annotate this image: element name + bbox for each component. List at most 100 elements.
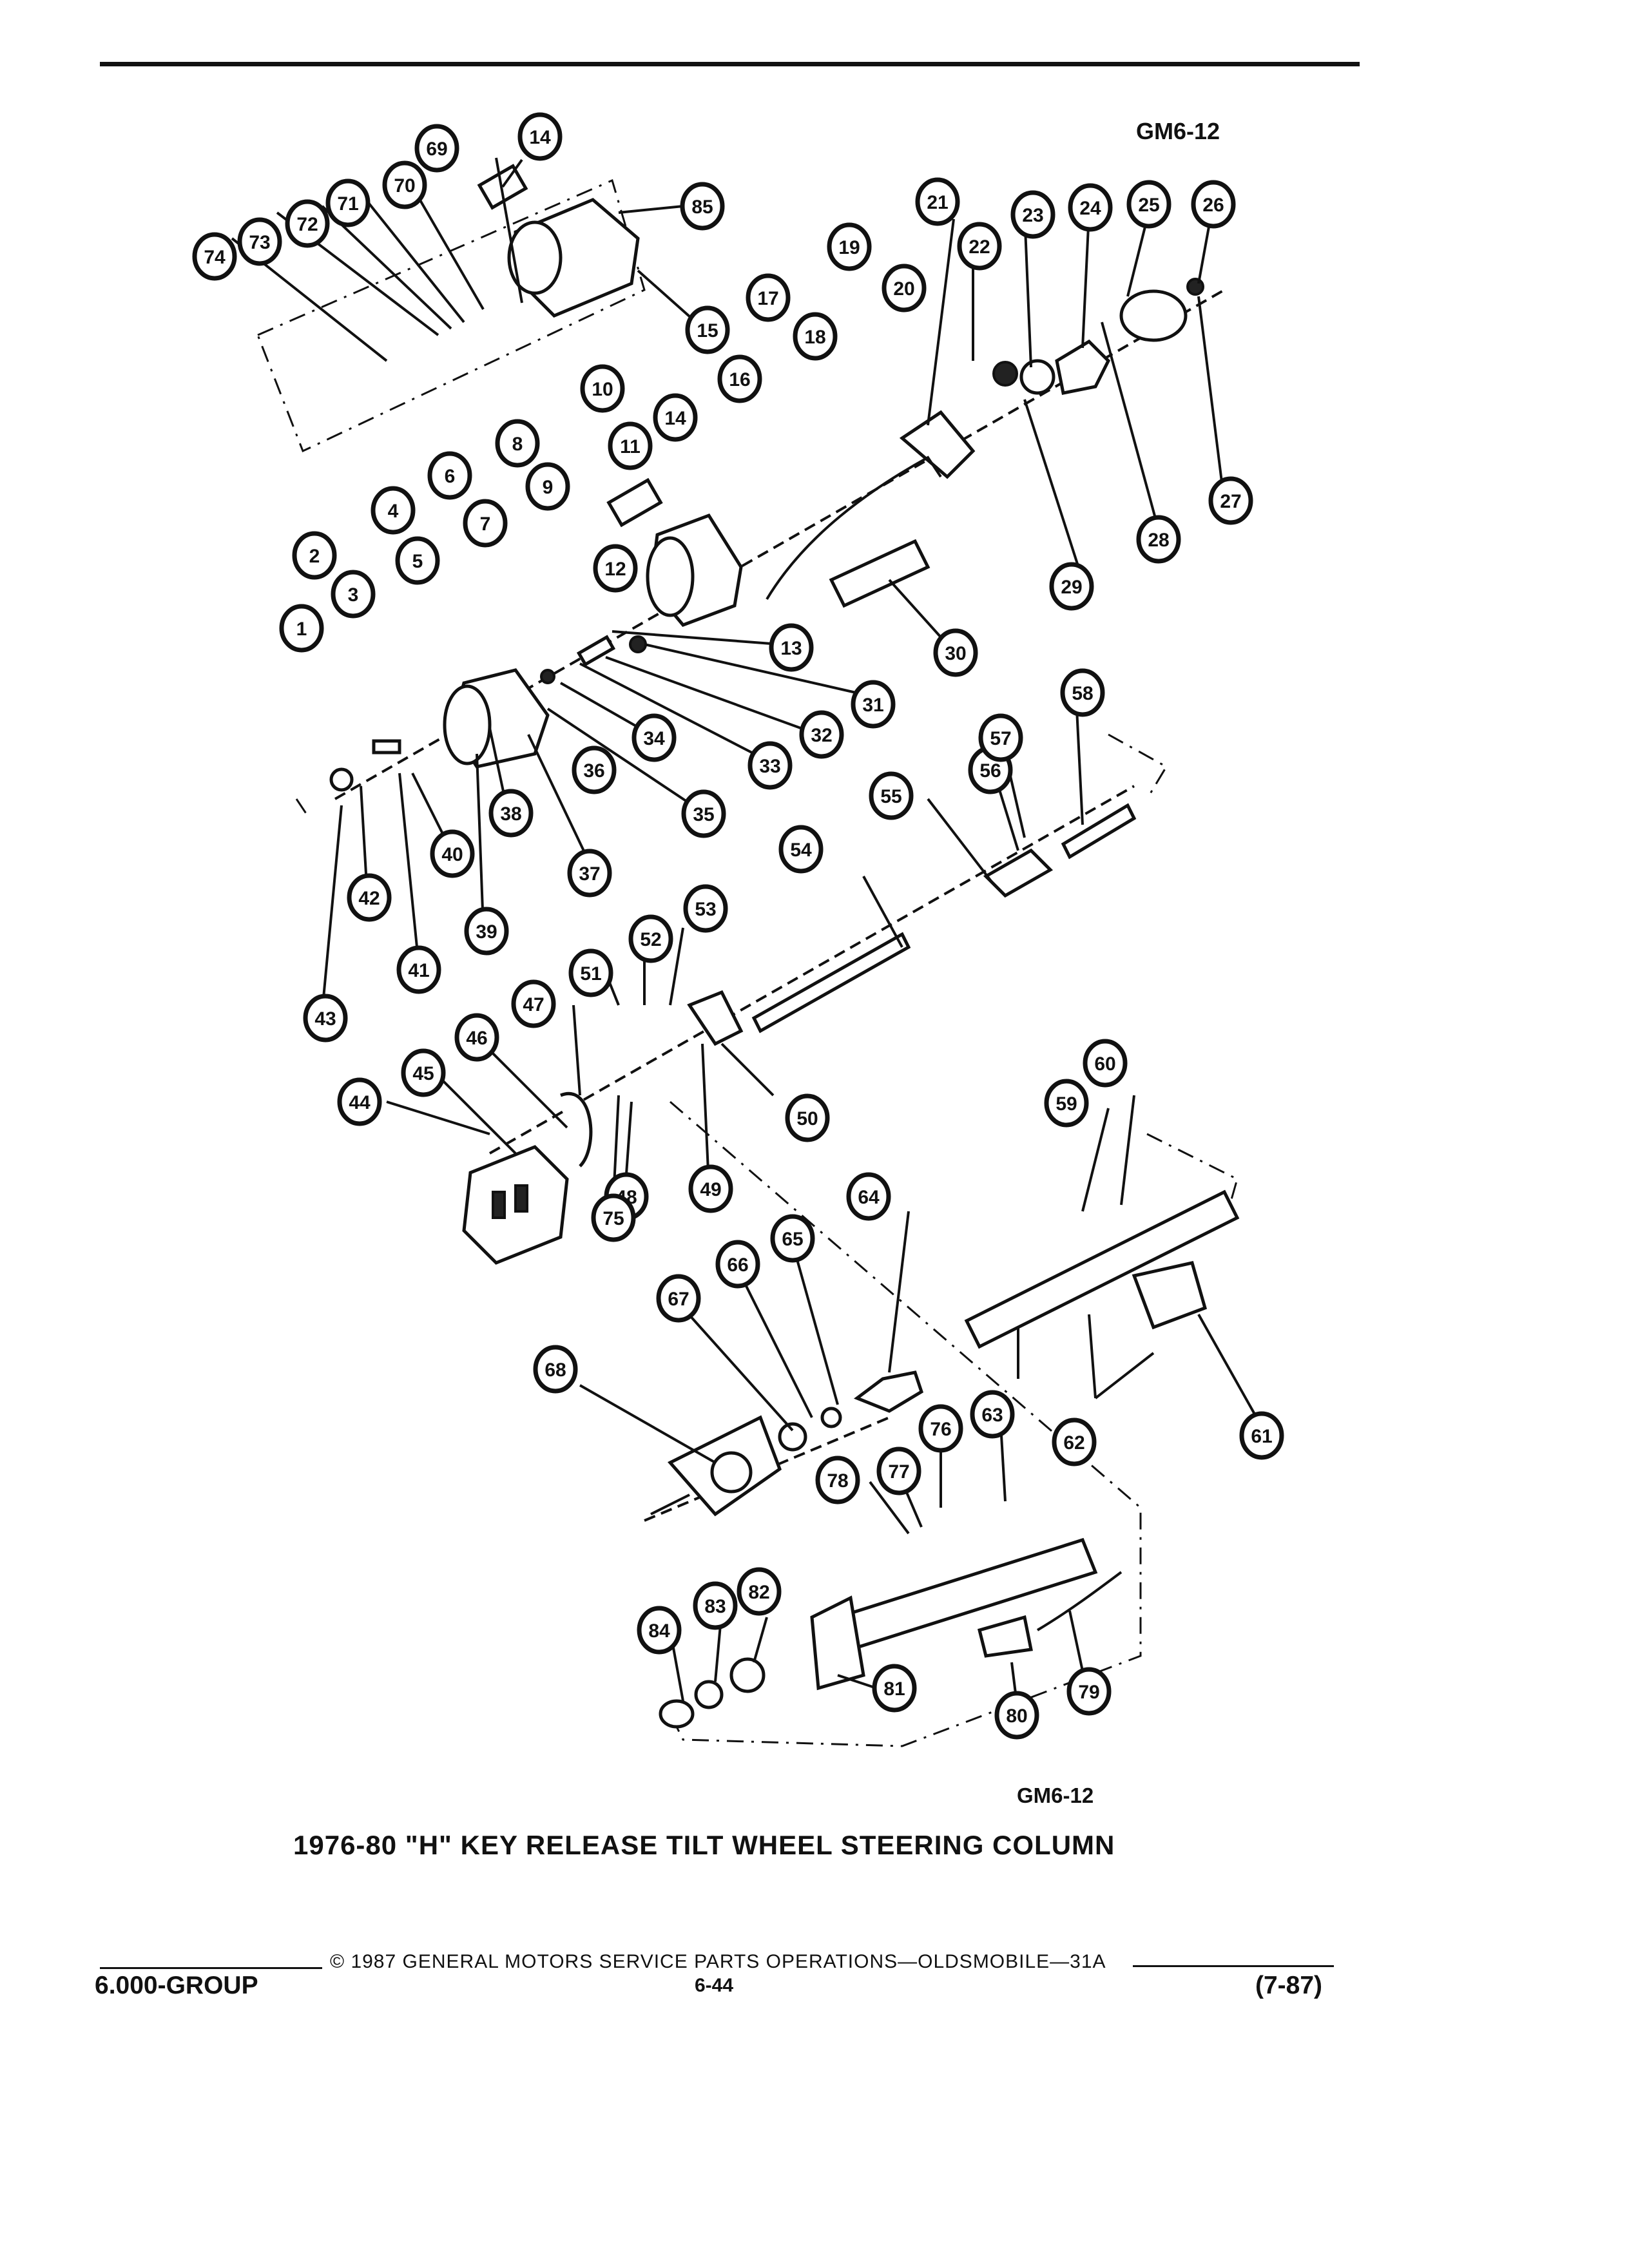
callout-5: 5 (395, 536, 440, 585)
callout-8: 8 (495, 419, 540, 468)
figure-code-top: GM6-12 (1136, 118, 1220, 144)
callout-label: 57 (990, 728, 1011, 749)
callout-label: 72 (296, 214, 318, 235)
callout-17: 17 (746, 273, 791, 322)
callout-35: 35 (681, 789, 726, 838)
callout-65: 65 (770, 1214, 815, 1263)
callout-34: 34 (631, 713, 677, 762)
callout-label: 14 (529, 127, 551, 148)
part-lower-jacket (853, 1189, 1240, 1413)
callout-70: 70 (382, 160, 427, 209)
callout-6: 6 (427, 451, 472, 500)
callout-label: 50 (796, 1108, 818, 1129)
part-small-components (329, 635, 647, 792)
callout-63: 63 (970, 1390, 1015, 1439)
callout-39: 39 (464, 907, 509, 956)
callout-label: 22 (969, 236, 990, 258)
callout-label: 53 (695, 899, 716, 920)
callout-label: 35 (693, 804, 714, 825)
callout-56: 56 (968, 745, 1013, 794)
callout-label: 5 (412, 551, 423, 572)
callout-47: 47 (511, 979, 556, 1028)
callout-85: 85 (680, 182, 725, 231)
callout-81: 81 (872, 1664, 917, 1713)
callout-label: 19 (838, 237, 860, 258)
callout-label: 12 (604, 559, 626, 580)
callout-label: 9 (543, 477, 554, 498)
callout-74: 74 (192, 232, 237, 281)
callout-label: 43 (314, 1008, 336, 1030)
callout-label: 51 (580, 963, 601, 985)
callout-27: 27 (1208, 476, 1253, 525)
callout-label: 60 (1094, 1053, 1115, 1075)
callout-23: 23 (1010, 190, 1055, 239)
callout-label: 55 (880, 786, 901, 807)
callout-label: 31 (862, 695, 883, 716)
leader-lines (231, 157, 1258, 1715)
callout-label: 38 (500, 803, 521, 825)
callout-label: 74 (204, 247, 226, 268)
callout-label: 69 (426, 139, 447, 160)
callout-78: 78 (815, 1456, 860, 1504)
callout-label: 71 (337, 193, 358, 215)
callout-label: 36 (583, 760, 604, 782)
footer-copyright: © 1987 GENERAL MOTORS SERVICE PARTS OPER… (330, 1951, 1106, 1972)
part-shroud (462, 990, 744, 1265)
part-intermediate-shaft (751, 803, 1137, 1033)
callout-label: 54 (790, 840, 812, 861)
callout-83: 83 (693, 1581, 738, 1630)
callout-62: 62 (1052, 1418, 1097, 1466)
figure-code-bottom: GM6-12 (1017, 1783, 1094, 1807)
callout-label: 33 (759, 756, 780, 777)
callout-2: 2 (292, 531, 337, 580)
callout-24: 24 (1068, 183, 1113, 232)
callout-51: 51 (568, 948, 613, 997)
callout-label: 42 (358, 888, 380, 909)
callout-64: 64 (846, 1172, 891, 1221)
callout-41: 41 (396, 945, 441, 994)
callout-label: 77 (888, 1461, 909, 1483)
callout-53: 53 (683, 884, 728, 933)
callout-58: 58 (1060, 668, 1105, 717)
callout-label: 52 (640, 929, 661, 950)
callout-label: 58 (1072, 683, 1093, 704)
dashed-outlines (256, 178, 1239, 1747)
callout-label: 17 (757, 288, 778, 309)
callout-73: 73 (237, 217, 282, 266)
part-bottom-jacket (659, 1537, 1123, 1729)
callout-label: 16 (729, 369, 750, 390)
callout-label: 20 (893, 278, 914, 300)
callout-75: 75 (591, 1193, 636, 1242)
callout-37: 37 (567, 849, 612, 898)
footer-rule-right (1133, 1965, 1334, 1967)
part-cover-sleeve (646, 513, 743, 627)
callout-72: 72 (285, 199, 330, 248)
callout-43: 43 (303, 994, 348, 1043)
callout-label: 79 (1078, 1682, 1099, 1703)
callout-3: 3 (331, 570, 376, 619)
callout-label: 47 (523, 994, 544, 1015)
callout-16: 16 (717, 354, 762, 403)
callout-label: 8 (512, 434, 523, 455)
callout-label: 39 (476, 921, 497, 943)
callout-77: 77 (876, 1446, 921, 1495)
callout-label: 44 (349, 1092, 371, 1113)
callout-61: 61 (1239, 1411, 1284, 1460)
callout-19: 19 (827, 222, 872, 271)
callout-42: 42 (347, 873, 392, 922)
callout-label: 59 (1055, 1093, 1077, 1115)
callout-label: 37 (579, 863, 600, 885)
callout-label: 29 (1061, 577, 1082, 598)
callout-50: 50 (785, 1093, 830, 1142)
callout-label: 34 (643, 728, 665, 749)
callout-55: 55 (869, 771, 914, 820)
callout-49: 49 (688, 1164, 733, 1213)
callout-84: 84 (637, 1606, 682, 1655)
callout-label: 25 (1138, 195, 1159, 216)
callout-label: 82 (748, 1582, 769, 1603)
callout-label: 65 (782, 1229, 803, 1250)
callout-label: 78 (827, 1470, 848, 1492)
callout-label: 75 (602, 1208, 624, 1229)
callout-76: 76 (918, 1404, 963, 1453)
callout-label: 13 (780, 638, 802, 659)
